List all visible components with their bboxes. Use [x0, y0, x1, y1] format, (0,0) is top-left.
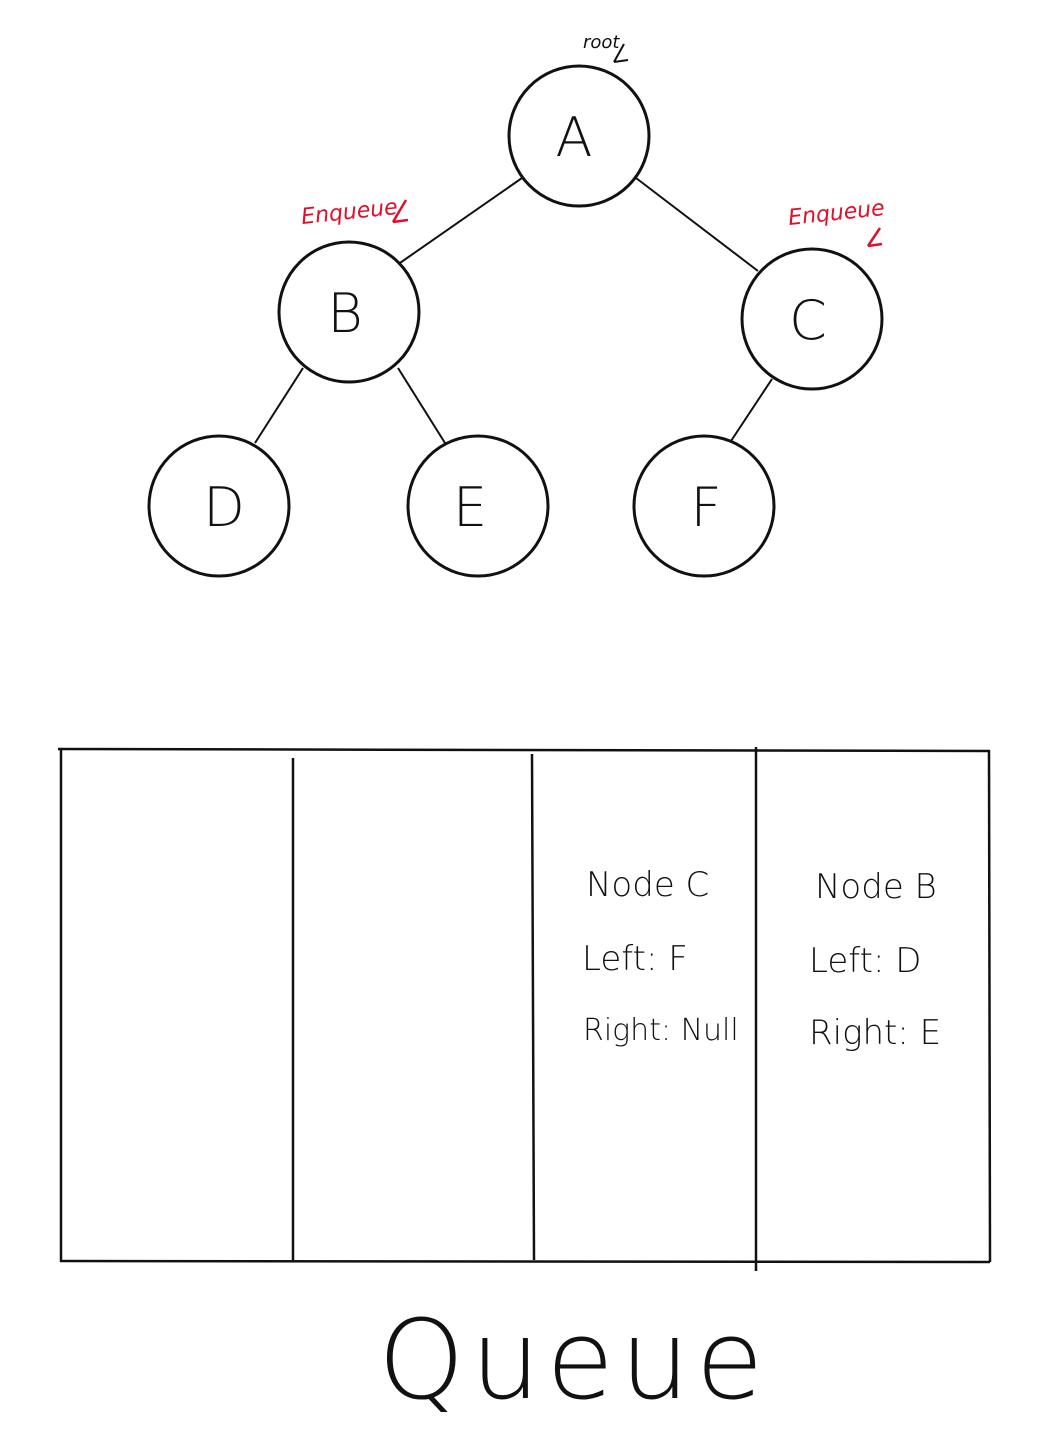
root-annotation-text: root	[583, 32, 620, 53]
queue-cell-4-line-2: Left: D	[809, 941, 921, 981]
queue-cell-3: Node C Left: F Right: Null	[582, 865, 739, 1048]
tree-node-b: B	[277, 240, 421, 384]
enqueue-annotation-c-text: Enqueue	[787, 196, 886, 231]
queue-label: Queue	[378, 1296, 769, 1424]
edge-a-b	[396, 177, 523, 266]
queue-box	[57, 747, 992, 1271]
queue-cell-3-line-2: Left: F	[582, 939, 688, 979]
node-label-c: C	[789, 289, 827, 352]
node-label-e: E	[453, 476, 487, 539]
tree-node-d: D	[147, 434, 291, 578]
edge-b-d	[254, 367, 304, 444]
tree-edges	[254, 177, 773, 444]
node-label-a: A	[556, 106, 593, 169]
edge-a-c	[635, 177, 759, 272]
node-label-b: B	[327, 282, 362, 345]
enqueue-annotation-b-text: Enqueue	[300, 195, 399, 230]
edge-b-e	[397, 367, 446, 444]
queue-cell-4: Node B Left: D Right: E	[809, 867, 941, 1053]
enqueue-arrow-c-icon	[866, 227, 883, 248]
node-label-d: D	[203, 476, 245, 539]
root-arrow-icon	[613, 43, 629, 63]
tree-node-a: A	[507, 64, 651, 208]
tree-node-c: C	[740, 247, 884, 391]
queue-cell-3-line-1: Node C	[586, 865, 709, 905]
queue-cell-3-line-3: Right: Null	[583, 1013, 739, 1048]
node-label-f: F	[690, 476, 721, 539]
enqueue-arrow-b-icon	[391, 199, 409, 224]
edge-c-f	[730, 378, 773, 442]
queue-cell-4-line-3: Right: E	[809, 1013, 941, 1053]
queue-divider-2	[530, 753, 536, 1261]
enqueue-annotation-c: Enqueue	[787, 196, 886, 248]
root-annotation: root	[583, 32, 629, 63]
queue-cell-4-line-1: Node B	[815, 867, 937, 907]
enqueue-annotation-b: Enqueue	[300, 195, 409, 230]
tree-node-f: F	[632, 434, 776, 578]
tree-node-e: E	[406, 434, 550, 578]
